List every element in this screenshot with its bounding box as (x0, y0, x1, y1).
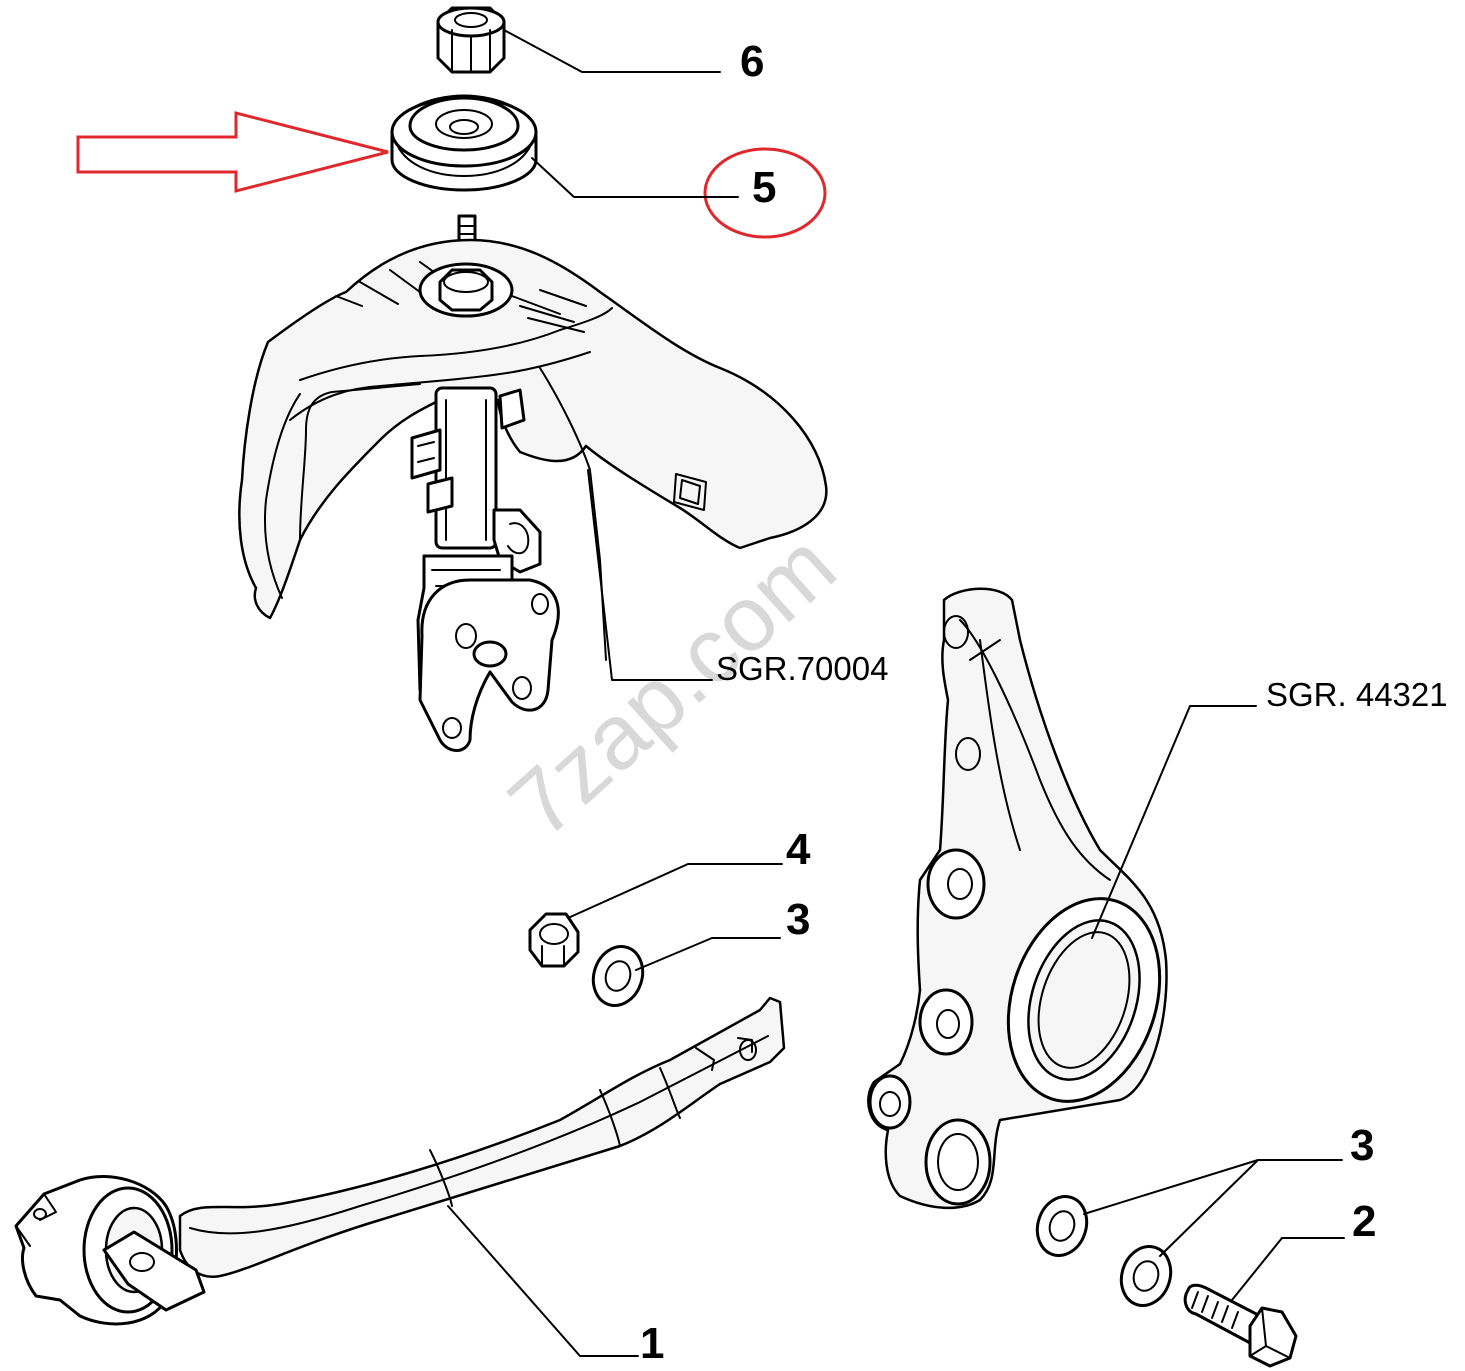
leader-line-5 (531, 157, 739, 198)
leader-line-3a (635, 937, 781, 971)
leader-line-1 (447, 1205, 639, 1357)
steering-knuckle-icon[interactable] (867, 587, 1184, 1210)
bolt-icon[interactable] (1183, 1283, 1298, 1368)
nut-icon[interactable] (528, 912, 580, 968)
highlight-circle (703, 147, 827, 239)
washer-icon[interactable] (586, 940, 650, 1012)
strut-mount-bushing-icon[interactable] (390, 94, 538, 192)
leader-line-strut (587, 469, 713, 681)
callout-2: 2 (1352, 1197, 1376, 1246)
callout-4: 4 (786, 825, 811, 874)
highlight-arrow-icon (76, 111, 389, 193)
leader-line-knuckle (1091, 705, 1257, 939)
control-arm-icon[interactable] (14, 996, 786, 1326)
callout-1: 1 (640, 1319, 664, 1368)
leader-line-2 (1231, 1237, 1345, 1301)
ref-strut: SGR.70004 (716, 650, 888, 687)
leader-line-4 (567, 863, 783, 919)
ref-knuckle: SGR. 44321 (1266, 676, 1448, 713)
leader-line-3b (1083, 1159, 1343, 1257)
callout-3-lower: 3 (1350, 1121, 1374, 1170)
callout-5: 5 (752, 163, 776, 212)
callout-3-upper: 3 (786, 895, 810, 944)
self-locking-nut-icon[interactable] (436, 6, 506, 74)
shock-absorber-strut-icon[interactable] (238, 214, 828, 752)
callout-6: 6 (740, 37, 764, 86)
leader-line-6 (503, 29, 721, 73)
washer-icon[interactable] (1114, 1240, 1178, 1312)
washer-icon[interactable] (1030, 1190, 1094, 1262)
